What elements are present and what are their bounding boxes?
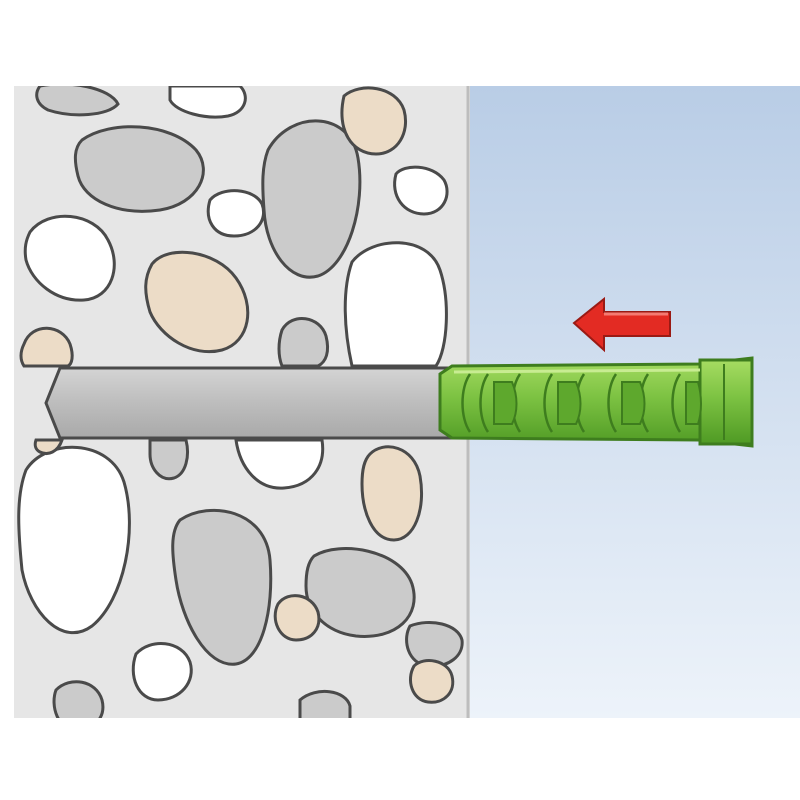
stone xyxy=(343,241,448,368)
stone xyxy=(52,680,105,718)
stone xyxy=(144,250,250,354)
stone xyxy=(409,659,455,704)
stone xyxy=(393,165,449,216)
stone xyxy=(19,326,74,368)
wall-plug xyxy=(438,356,754,448)
stone xyxy=(148,438,189,481)
stone xyxy=(73,125,205,213)
stone xyxy=(360,445,424,542)
stone xyxy=(304,547,416,638)
stone xyxy=(277,317,330,368)
stone xyxy=(171,508,273,666)
stone xyxy=(17,445,131,634)
stone xyxy=(131,642,193,702)
stone xyxy=(405,621,464,668)
stone xyxy=(23,214,116,302)
stone xyxy=(206,189,265,238)
stone xyxy=(168,86,247,119)
drill-hole xyxy=(44,366,472,440)
stone xyxy=(33,438,65,455)
stone xyxy=(298,689,352,718)
stone xyxy=(340,86,407,156)
stone xyxy=(273,594,321,642)
stone xyxy=(234,438,325,490)
insert-direction-arrow xyxy=(572,296,671,353)
stone xyxy=(35,86,120,117)
